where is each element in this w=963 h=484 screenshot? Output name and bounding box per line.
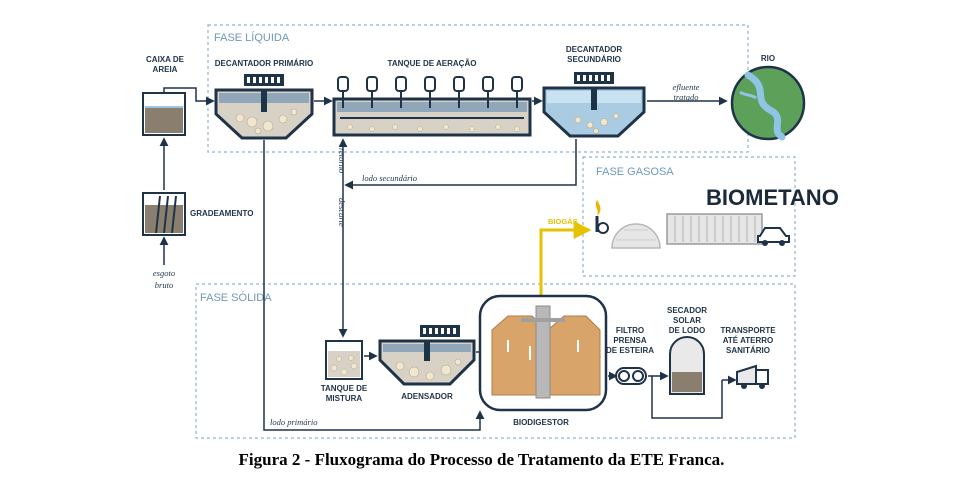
arrow-lodo-primario: [263, 140, 485, 431]
biogas-label: BIOGÁS: [548, 217, 578, 226]
descarte-label: descarte: [337, 198, 347, 227]
lodo-primario-label: lodo primário: [270, 417, 317, 427]
tanque-aeracao-label: TANQUE DE AERAÇÃO: [388, 59, 477, 68]
filtro-prensa-label-1: FILTRO: [616, 326, 644, 335]
biodigestor-unit: [478, 294, 608, 412]
filtro-prensa-label-2: PRENSA: [613, 336, 647, 345]
gradeamento-label: GRADEAMENTO: [190, 209, 253, 218]
secador-label-2: SOLAR: [673, 316, 701, 325]
river-globe-icon: [730, 65, 806, 141]
arrow-filtro-to-secador-loop: [648, 375, 723, 419]
liquid-phase-label: FASE LÍQUIDA: [214, 31, 290, 44]
liquid-phase-box: [207, 24, 749, 153]
esgoto-bruto-label-2: bruto: [155, 280, 173, 290]
decantador-primario-label: DECANTADOR PRIMÁRIO: [215, 59, 314, 68]
efluente-tratado-label-2: tratado: [673, 92, 698, 102]
car-icon: [757, 227, 790, 246]
arrow-lodo-secundario: [344, 139, 577, 190]
tanque-mistura-label-2: MISTURA: [326, 394, 363, 403]
decantador-secundario-label-1: DECANTADOR: [566, 45, 623, 54]
transporte-label-2: ATÉ ATERRO: [723, 336, 774, 345]
rio-label: RIO: [761, 54, 775, 63]
gas-dome-icon: [611, 223, 661, 249]
gas-phase-box: [582, 156, 796, 277]
tanque-mistura-unit: [325, 340, 363, 380]
gas-phase-label: FASE GASOSA: [596, 166, 674, 178]
secador-solar-unit: [669, 336, 705, 395]
biodigestor-label: BIODIGESTOR: [513, 418, 569, 427]
secador-label-1: SECADOR: [667, 306, 707, 315]
lodo-secundario-label: lodo secundário: [362, 173, 417, 183]
decantador-secundario-unit: [542, 72, 646, 138]
efluente-tratado-label-1: efluente: [673, 82, 700, 92]
caixa-de-areia-label-1: CAIXA DE: [146, 55, 185, 64]
biogas-line: [539, 221, 592, 296]
filtro-prensa-icon: [615, 367, 647, 385]
decantador-secundario-label-2: SECUNDÁRIO: [567, 55, 621, 64]
solid-phase-box: [195, 283, 796, 439]
transporte-label-3: SANITÁRIO: [726, 346, 770, 355]
process-flowchart: FASE LÍQUIDA FASE GASOSA FASE SÓLIDA CAI…: [142, 24, 839, 439]
solid-phase-label: FASE SÓLIDA: [200, 291, 272, 304]
esgoto-bruto-label-1: esgoto: [153, 268, 175, 278]
adensador-label: ADENSADOR: [401, 392, 453, 401]
retorno-label: retorno: [337, 148, 347, 173]
gas-burner-icon: [595, 200, 609, 234]
biometano-container-icon: [666, 213, 763, 245]
adensador-unit: [378, 325, 476, 386]
secador-label-3: DE LODO: [669, 326, 705, 335]
figure-caption: Figura 2 - Fluxograma do Processo de Tra…: [238, 450, 725, 469]
transporte-label-1: TRANSPORTE: [720, 326, 776, 335]
caixa-de-areia-unit: [142, 92, 186, 136]
decantador-primario-unit: [214, 74, 314, 140]
arrow-caixa-to-decantador: [163, 87, 215, 106]
tanque-aeracao-unit: [332, 76, 532, 137]
biometano-title: BIOMETANO: [706, 185, 839, 210]
tanque-mistura-label-1: TANQUE DE: [321, 384, 368, 393]
gradeamento-unit: [142, 192, 186, 236]
filtro-prensa-label-3: DE ESTEIRA: [606, 346, 654, 355]
truck-icon: [736, 364, 769, 389]
caixa-de-areia-label-2: AREIA: [153, 65, 178, 74]
